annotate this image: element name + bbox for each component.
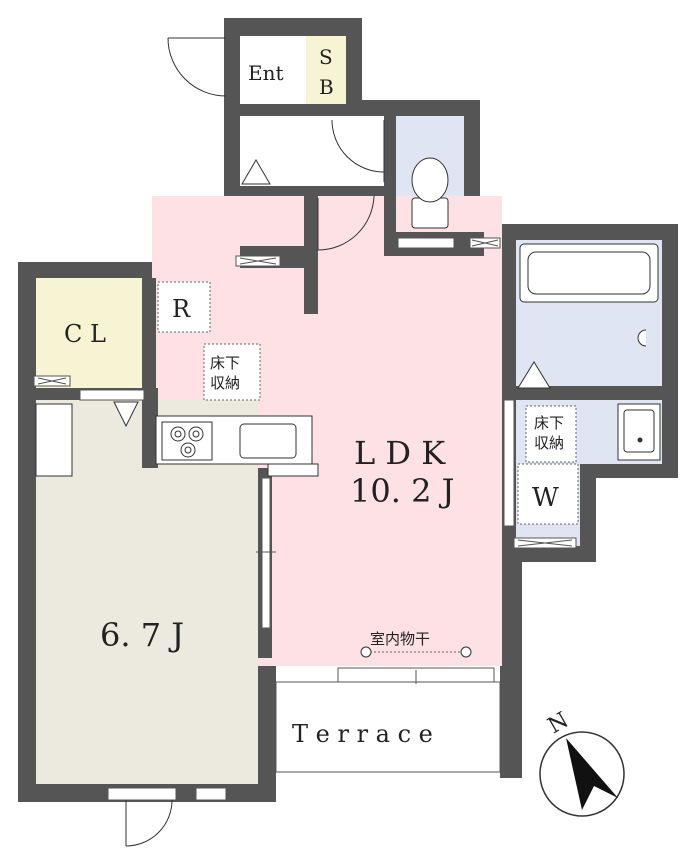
ldk-storage-label-line2: 収納: [210, 374, 240, 392]
wash-storage-label-line1: 床下: [534, 414, 564, 432]
room-fills: [36, 36, 662, 784]
terrace-floor: [275, 681, 501, 773]
kitchen-counter: [155, 415, 319, 477]
wash-storage-label-line2: 収納: [534, 434, 564, 452]
washbasin: [617, 403, 661, 461]
ldk-label: L D K: [354, 434, 446, 472]
doors: [35, 37, 551, 847]
shoebox-label-line1: S: [319, 45, 333, 69]
drying-rack-hooks: [360, 646, 472, 658]
ldk-size-label: 10. 2 J: [350, 472, 454, 510]
western-room-size-label: 6. 7 J: [100, 616, 184, 654]
walk-in-label: W: [532, 483, 559, 513]
dotted-boxes: [157, 281, 579, 653]
bathtub: [519, 243, 659, 347]
drying-label: 室内物干: [370, 630, 430, 648]
terrace-label: T e r r a c e: [292, 720, 433, 748]
closet-floor: [36, 278, 142, 388]
ldk-storage-label-line1: 床下: [210, 354, 240, 372]
refrigerator-label: R: [172, 295, 191, 323]
entrance-label: Ent: [248, 61, 284, 85]
compass: N: [539, 708, 625, 817]
compass-arrow-icon: [566, 738, 618, 810]
toilet: [411, 157, 449, 229]
window-crosses: [37, 239, 573, 684]
shoebox-label-line2: B: [319, 75, 334, 99]
closet-label: C L: [64, 320, 106, 348]
shoebox-floor: [306, 36, 346, 104]
